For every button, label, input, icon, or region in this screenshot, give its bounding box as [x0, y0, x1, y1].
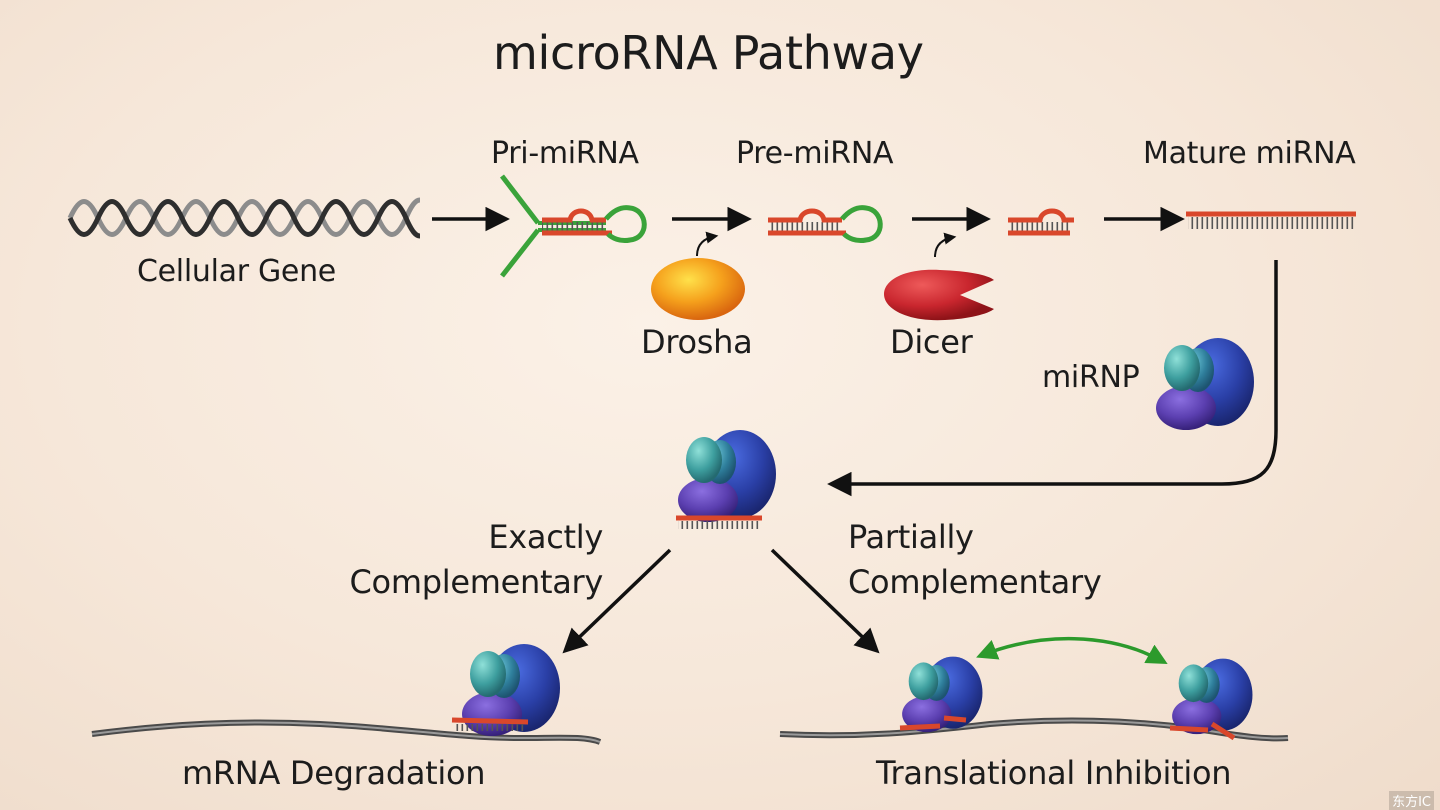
- watermark: 东方IC: [1389, 791, 1434, 810]
- label-partially: Partially: [848, 518, 974, 556]
- mirna-duplex-icon: [1008, 208, 1074, 236]
- label-drosha: Drosha: [641, 323, 753, 361]
- mirnp-icon: [1156, 338, 1254, 430]
- green-double-arrow: [976, 636, 1168, 665]
- dicer-cut-arrow: [934, 232, 957, 258]
- pri-mirna-icon: [500, 174, 647, 278]
- label-cellular-gene: Cellular Gene: [137, 254, 336, 289]
- label-dicer: Dicer: [890, 323, 973, 361]
- label-mrna-degradation: mRNA Degradation: [182, 754, 486, 792]
- loaded-mirnp-icon: [676, 430, 776, 529]
- drosha-icon: [651, 258, 745, 320]
- dna-helix-icon: [67, 197, 421, 239]
- arrow-to-inhibition: [770, 548, 880, 654]
- label-mirnp: miRNP: [1042, 360, 1140, 395]
- arrow-to-degradation: [562, 548, 672, 654]
- label-partially-complementary: Complementary: [848, 563, 1102, 601]
- label-mature-mirna: Mature miRNA: [1143, 136, 1356, 171]
- drosha-cut-arrow: [696, 231, 719, 257]
- pre-mirna-icon: [768, 205, 883, 243]
- page-title: microRNA Pathway: [493, 26, 924, 80]
- mrna-degradation-icon: [91, 644, 602, 745]
- translational-inhibition-icon: [779, 656, 1289, 742]
- label-exactly-complementary: Complementary: [349, 563, 604, 601]
- label-translational-inhibition: Translational Inhibition: [876, 754, 1232, 792]
- label-exactly: Exactly: [488, 518, 603, 556]
- dicer-icon: [884, 269, 994, 321]
- arrow-mature-to-complex: [827, 260, 1278, 497]
- label-pri-mirna: Pri-miRNA: [491, 136, 639, 171]
- label-pre-mirna: Pre-miRNA: [736, 136, 894, 171]
- mature-mirna-icon: [1186, 211, 1356, 229]
